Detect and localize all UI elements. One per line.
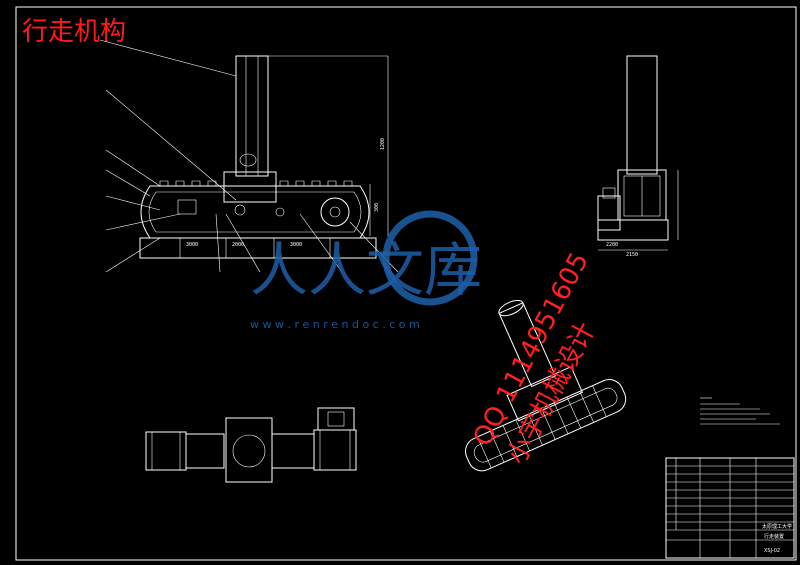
watermark-brand: 人人文库 — [250, 236, 482, 304]
dim-segment-1: 3000 — [186, 242, 198, 248]
leader-lines — [99, 39, 399, 273]
dim-segment-2: 2000 — [232, 242, 244, 248]
watermark-logo-ring — [382, 210, 478, 306]
title-block: 太原理工大学 行走装置 XSJ-02 — [665, 457, 795, 559]
watermark: 人人文库 w w w . r e n r e n d o c . c o m Q… — [250, 210, 601, 469]
title-block-drawing-no: XSJ-02 — [764, 548, 780, 554]
technical-notes — [700, 397, 780, 425]
dim-side-width: 2150 — [626, 252, 638, 258]
sheet-border — [15, 6, 797, 561]
dim-height-right: 1200 — [380, 138, 386, 150]
dim-segment-3: 3000 — [290, 242, 302, 248]
plan-view — [145, 407, 357, 483]
watermark-url: w w w . r e n r e n d o c . c o m — [250, 318, 420, 331]
title-block-name-1: 太原理工大学 — [762, 523, 792, 530]
dim-base-width: 2200 — [606, 242, 618, 248]
isometric-view — [465, 300, 627, 472]
dim-height-mid: 300 — [374, 203, 380, 212]
side-view: 2150 2200 — [597, 55, 679, 258]
title-block-name-2: 行走装置 — [764, 533, 784, 540]
front-view: 1200 300 3000 2000 3000 — [99, 39, 399, 273]
